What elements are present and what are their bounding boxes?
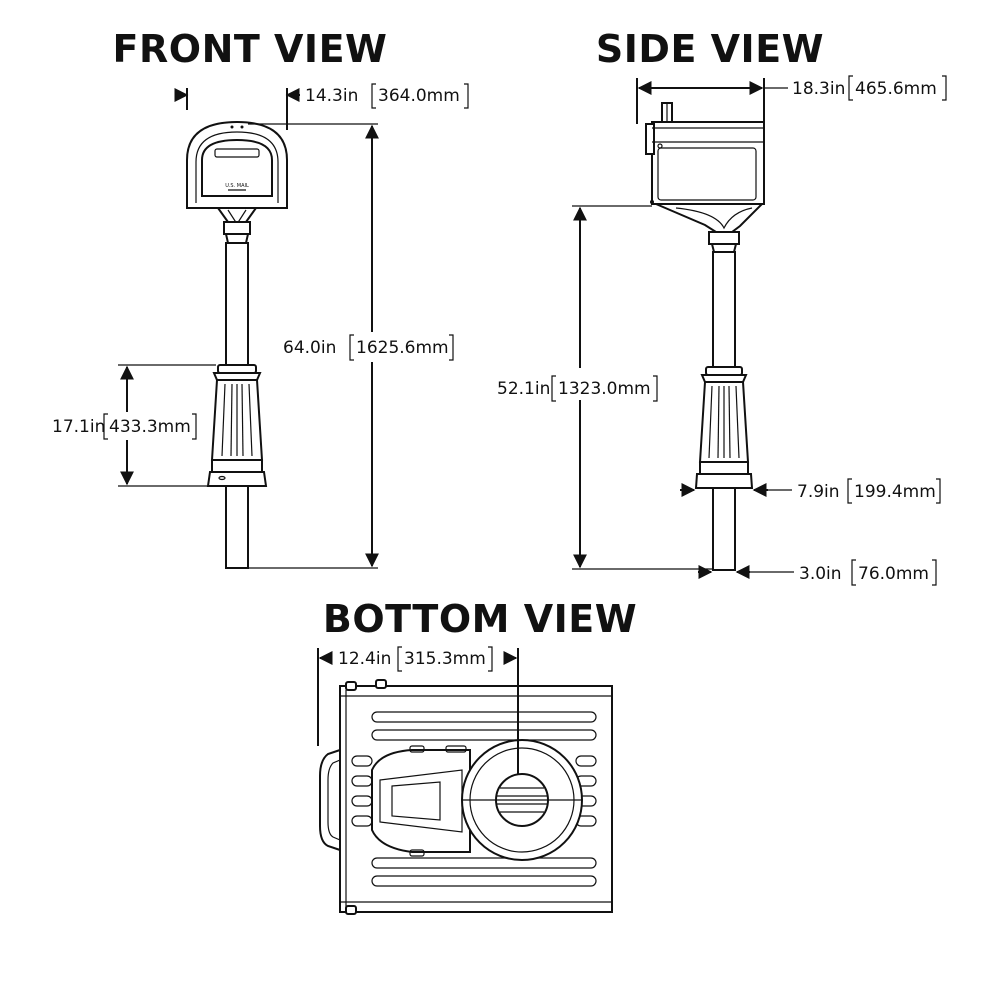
- front-view-title: FRONT VIEW: [113, 27, 388, 71]
- bottom-offset-mm: 315.3mm: [404, 649, 486, 669]
- front-width-dimension: 14.3in 364.0mm: [174, 83, 469, 130]
- bottom-view-title: BOTTOM VIEW: [323, 597, 637, 641]
- front-view-drawing: U.S. MAIL: [186, 120, 288, 569]
- front-width-in: 14.3in: [305, 86, 358, 106]
- side-height-mm: 1323.0mm: [558, 379, 651, 399]
- side-base-mm: 199.4mm: [854, 482, 936, 502]
- side-post-mm: 76.0mm: [858, 564, 929, 584]
- front-base-in: 17.1in: [52, 417, 105, 437]
- front-base-height-dimension: 17.1in 433.3mm: [52, 364, 216, 487]
- side-view-drawing: [645, 102, 765, 571]
- side-height-in: 52.1in: [497, 379, 550, 399]
- front-door-label: U.S. MAIL: [225, 183, 249, 189]
- front-height-in: 64.0in: [283, 338, 336, 358]
- front-height-mm: 1625.6mm: [356, 338, 449, 358]
- side-base-in: 7.9in: [797, 482, 840, 502]
- front-width-mm: 364.0mm: [378, 86, 460, 106]
- side-depth-in: 18.3in: [792, 79, 845, 99]
- bottom-offset-in: 12.4in: [338, 649, 391, 669]
- front-height-dimension: 64.0in 1625.6mm: [248, 123, 454, 569]
- side-post-width-dimension: 3.0in 76.0mm: [698, 559, 937, 586]
- side-view-title: SIDE VIEW: [596, 27, 824, 71]
- side-base-width-dimension: 7.9in 199.4mm: [680, 478, 941, 504]
- side-depth-mm: 465.6mm: [855, 79, 937, 99]
- front-base-mm: 433.3mm: [109, 417, 191, 437]
- bottom-view-drawing: [319, 679, 613, 915]
- side-post-in: 3.0in: [799, 564, 842, 584]
- side-height-dimension: 52.1in 1323.0mm: [497, 205, 713, 570]
- bottom-offset-dimension: 12.4in 315.3mm: [317, 646, 519, 774]
- side-depth-dimension: 18.3in 465.6mm: [636, 75, 947, 124]
